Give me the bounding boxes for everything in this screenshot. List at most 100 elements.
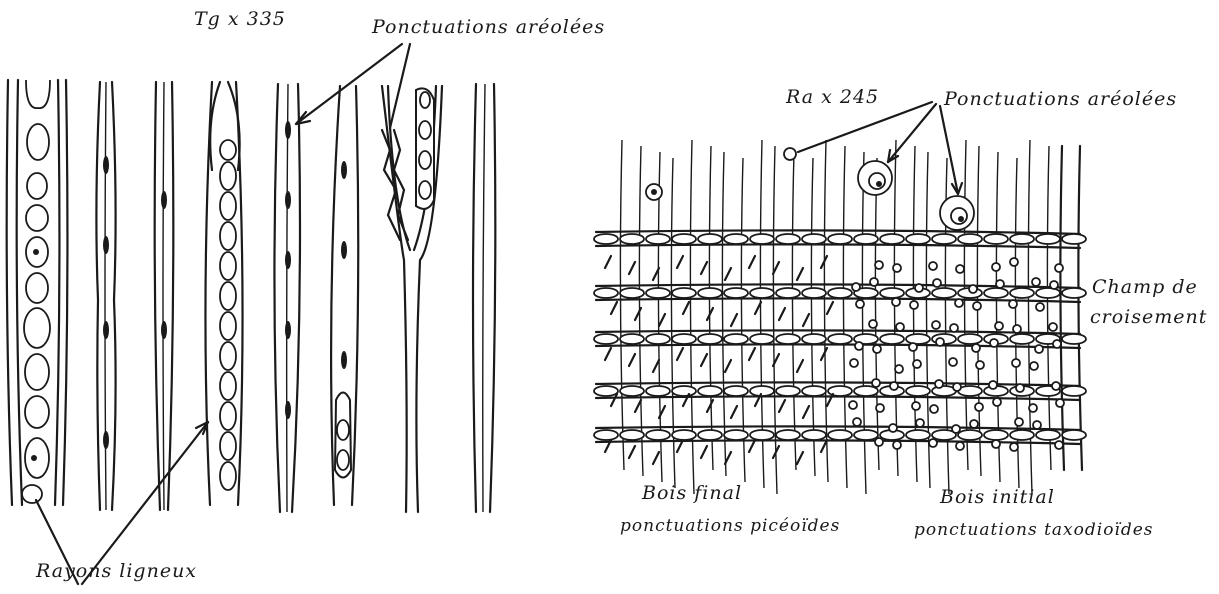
taxodioid-pit	[969, 285, 977, 293]
ray-cell	[958, 334, 982, 344]
ray-cell	[984, 234, 1008, 244]
ray-cell	[27, 173, 47, 199]
ray-cell	[802, 234, 826, 244]
cell-nucleus	[33, 249, 39, 255]
taxodioid-pit	[992, 263, 1000, 271]
ray-cell	[906, 386, 930, 396]
ray-cell	[776, 430, 800, 440]
ray-cell	[750, 430, 774, 440]
piceoid-pit	[611, 302, 617, 314]
ray-cell	[854, 430, 878, 440]
piceoid-pit	[803, 314, 809, 326]
piceoid-pit	[779, 308, 785, 320]
taxodioid-pit	[973, 302, 981, 310]
ray-spindle	[285, 121, 291, 139]
ray-cell	[828, 288, 852, 298]
taxodioid-pit	[849, 401, 857, 409]
taxodioid-pit	[1050, 281, 1058, 289]
taxodioid-pit	[1035, 345, 1043, 353]
taxodioid-pit	[1049, 323, 1057, 331]
ray-cells-column-1	[22, 80, 50, 503]
tracheid-wall-5	[331, 86, 358, 505]
ray-cell	[698, 288, 722, 298]
ray-cell	[22, 485, 42, 503]
ray-cell	[220, 312, 236, 340]
taxodioid-pit	[989, 381, 997, 389]
taxodioid-pit	[932, 321, 940, 329]
ray-spindle	[103, 431, 109, 449]
crossfield-label-line1: Champ de	[1092, 276, 1198, 298]
ray-cell	[1036, 234, 1060, 244]
ray-spindle	[161, 321, 167, 339]
taxodioid-pit	[895, 365, 903, 373]
taxodioid-pit	[993, 398, 1001, 406]
taxodioid-pit	[872, 379, 880, 387]
crossfield-label-line2: croisement	[1090, 306, 1207, 328]
ray-cell	[698, 234, 722, 244]
piceoid-pit	[677, 256, 683, 268]
ray-cell	[828, 234, 852, 244]
ray-cell	[27, 124, 49, 160]
ray-cell	[26, 205, 48, 231]
taxodioid-pit	[1009, 300, 1017, 308]
piceoid-pit	[653, 452, 659, 464]
taxodioid-pit	[873, 345, 881, 353]
ray-spindle	[285, 321, 291, 339]
piceoid-pit	[827, 302, 833, 314]
taxodioid-pit	[1033, 421, 1041, 429]
taxodioid-pit	[875, 261, 883, 269]
taxodioid-pit	[1013, 325, 1021, 333]
ray-cell	[24, 308, 50, 348]
ray-cell	[646, 334, 670, 344]
ray-cell	[220, 252, 236, 280]
ray-cell	[906, 430, 930, 440]
taxodioid-pit	[1016, 384, 1024, 392]
ray-cell	[646, 234, 670, 244]
taxodioid-pit	[913, 360, 921, 368]
piceoid-pit	[701, 262, 707, 274]
taxodioid-pit	[1029, 404, 1037, 412]
bordered-pit-large-2	[940, 196, 974, 230]
ray-cell	[1062, 234, 1086, 244]
bordered-pit-large-1	[858, 161, 892, 195]
taxodioid-pit	[930, 405, 938, 413]
ray-spindle	[103, 236, 109, 254]
latewood-title: Bois final	[642, 482, 742, 504]
right-pits-label: Ponctuations aréolées	[944, 88, 1177, 110]
taxodioid-pit	[1053, 340, 1061, 348]
ray-cell	[26, 273, 48, 303]
ray-cell	[220, 342, 236, 370]
ray-cell	[1010, 234, 1034, 244]
left-pits-label: Ponctuations aréolées	[372, 16, 605, 38]
ray-cell	[802, 430, 826, 440]
latewood-pits-label: ponctuations picéoïdes	[620, 516, 840, 536]
ray-band-edge	[596, 298, 1080, 302]
ray-cell	[984, 288, 1008, 298]
taxodioid-pit	[953, 383, 961, 391]
piceoid-pit	[749, 348, 755, 360]
ray-cells-column-2	[220, 140, 236, 490]
taxodioid-pit	[1010, 443, 1018, 451]
ray-cell	[220, 140, 236, 160]
ray-cell	[828, 430, 852, 440]
ray-cell	[698, 334, 722, 344]
piceoid-pit	[701, 354, 707, 366]
ray-cell	[220, 432, 236, 460]
taxodioid-pit	[1015, 418, 1023, 426]
taxodioid-pit	[1032, 278, 1040, 286]
ray-cell	[594, 234, 618, 244]
left-rays-label: Rayons ligneux	[36, 560, 197, 582]
tracheid-wall	[1060, 146, 1064, 470]
ray-cell	[750, 234, 774, 244]
ray-cell	[932, 234, 956, 244]
ray-cell	[25, 396, 49, 428]
piceoid-pit	[677, 348, 683, 360]
ray-spindle	[103, 321, 109, 339]
taxodioid-pit	[935, 380, 943, 388]
tracheid-wall-4	[274, 84, 300, 512]
ray-cell	[26, 80, 50, 108]
ray-cell	[594, 386, 618, 396]
radial-section	[594, 102, 1086, 494]
ray-cell	[698, 386, 722, 396]
ray-spindle	[341, 351, 347, 369]
